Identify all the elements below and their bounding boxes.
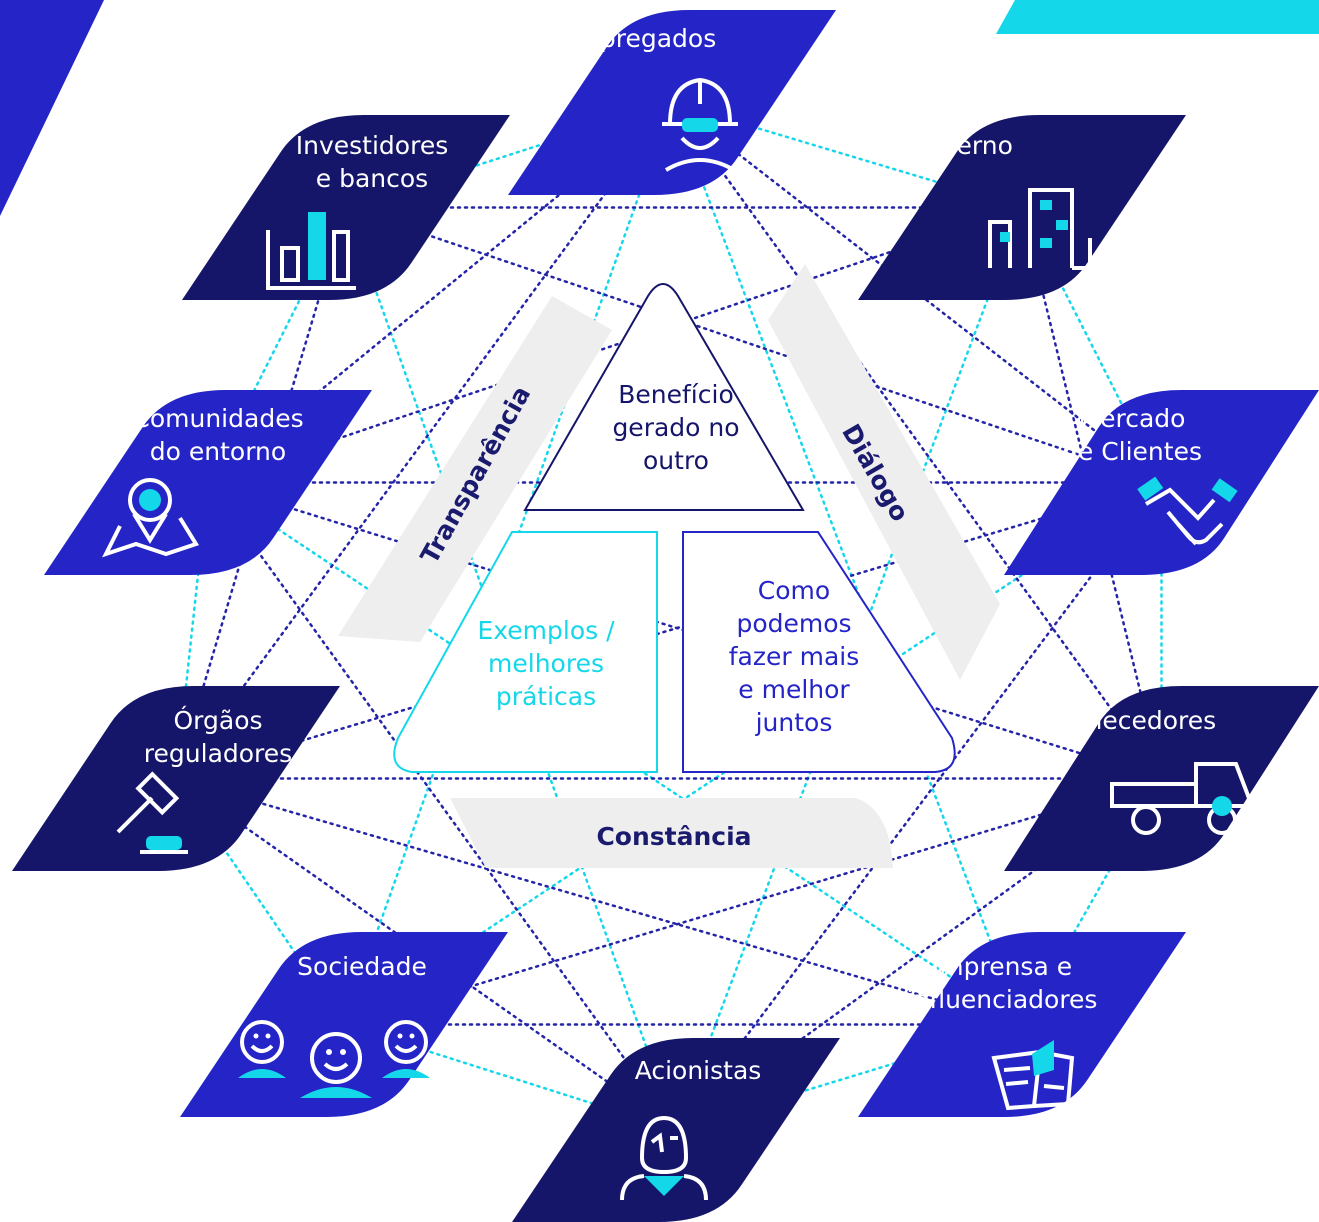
orgaos-line-2: reguladores bbox=[143, 739, 293, 768]
triangle-right-text: Como podemos fazer mais e melhor juntos bbox=[694, 574, 894, 739]
stakeholder-label-imprensa: Imprensa e influenciadores bbox=[872, 950, 1132, 1016]
triangle-right-line-3: fazer mais bbox=[728, 642, 860, 671]
comunidades-line-1: Comunidades bbox=[132, 404, 304, 433]
orgaos-line-1: Órgãos bbox=[173, 706, 263, 735]
stakeholder-shape-investidores bbox=[182, 115, 510, 300]
smiling-people-icon bbox=[238, 1020, 430, 1098]
band-label-constancia: Constância bbox=[596, 822, 752, 851]
stakeholder-label-sociedade: Sociedade bbox=[297, 952, 427, 981]
imprensa-line-2: influenciadores bbox=[906, 985, 1098, 1014]
stakeholder-shape-governo bbox=[858, 115, 1186, 300]
connector-governo-comunidades bbox=[206, 206, 1024, 484]
stakeholder-label-governo: Governo bbox=[907, 131, 1013, 160]
triangle-top-line-1: Benefício bbox=[618, 380, 734, 409]
triangle-left-text: Exemplos / melhores práticas bbox=[446, 614, 646, 713]
investidores-line-2: e bancos bbox=[315, 164, 429, 193]
imprensa-line-1: Imprensa e bbox=[931, 952, 1073, 981]
worker-helmet-icon bbox=[662, 77, 738, 172]
truck-icon bbox=[1110, 762, 1255, 835]
stakeholder-shape-imprensa bbox=[858, 932, 1186, 1117]
corner-accent-topleft bbox=[0, 0, 104, 216]
map-pin-icon bbox=[102, 478, 200, 558]
connector-empregados-governo bbox=[670, 101, 1024, 209]
investidores-line-1: Investidores bbox=[295, 131, 449, 160]
triangle-right-line-2: podemos bbox=[736, 609, 852, 638]
triangle-left-line-1: Exemplos / bbox=[477, 616, 615, 645]
connector-orgaos-imprensa bbox=[174, 777, 1024, 1026]
stakeholder-label-investidores: Investidores e bancos bbox=[242, 129, 502, 195]
government-building-icon bbox=[988, 188, 1092, 270]
bar-chart-icon bbox=[266, 212, 356, 290]
stakeholder-shape-mercado bbox=[1004, 390, 1319, 575]
triangle-right-line-5: juntos bbox=[755, 708, 833, 737]
connector-investidores-mercado bbox=[344, 206, 1163, 484]
triangle-right-line-1: Como bbox=[757, 576, 831, 605]
connector-comunidades-acionistas bbox=[206, 481, 678, 1132]
stakeholder-shape-fornecedores bbox=[1004, 686, 1319, 871]
handshake-icon bbox=[1137, 476, 1238, 546]
constancy-band bbox=[450, 798, 893, 868]
connector-fornecedores-sociedade bbox=[342, 777, 1163, 1026]
triangle-left-section bbox=[393, 531, 658, 773]
mercado-line-1: Mercado bbox=[1078, 404, 1186, 433]
connector-empregados-fornecedores bbox=[670, 101, 1163, 780]
connector-mercado-acionistas bbox=[674, 481, 1163, 1132]
triangle-top-text: Benefício gerado no outro bbox=[576, 378, 776, 477]
stakeholder-label-empregados: Empregados bbox=[559, 24, 717, 53]
stakeholder-label-comunidades: Comunidades do entorno bbox=[88, 402, 348, 468]
stakeholder-label-mercado: Mercado de Clientes bbox=[1002, 402, 1262, 468]
triangle-right-line-4: e melhor bbox=[738, 675, 850, 704]
mercado-line-2: de Clientes bbox=[1062, 437, 1202, 466]
triangle-right-section bbox=[682, 531, 956, 773]
triangle-left-line-2: melhores bbox=[488, 649, 604, 678]
shareholder-person-icon bbox=[620, 1115, 708, 1201]
triangle-top-line-3: outro bbox=[643, 446, 709, 475]
triangle-top-section bbox=[523, 283, 805, 511]
stakeholder-shapes bbox=[12, 10, 1319, 1222]
stakeholder-label-orgaos: Órgãos reguladores bbox=[88, 704, 348, 770]
stakeholder-shape-orgaos bbox=[12, 686, 340, 871]
stakeholder-label-acionistas: Acionistas bbox=[634, 1056, 762, 1085]
corner-accent-topright bbox=[996, 0, 1319, 34]
connector-investidores-orgaos bbox=[174, 206, 348, 780]
newspaper-icon bbox=[991, 1040, 1075, 1111]
gavel-icon bbox=[116, 771, 188, 854]
triangle-top-line-2: gerado no bbox=[612, 413, 740, 442]
comunidades-line-2: do entorno bbox=[149, 437, 287, 466]
connector-fornecedores-imprensa bbox=[1020, 777, 1163, 1026]
dialogue-band bbox=[768, 264, 1000, 680]
transparency-band bbox=[338, 296, 612, 642]
stakeholder-shape-acionistas bbox=[512, 1038, 840, 1222]
connector-empregados-orgaos bbox=[174, 101, 674, 780]
triangle-left-line-3: práticas bbox=[495, 682, 597, 711]
stakeholder-label-fornecedores: Fornecedores bbox=[1047, 706, 1217, 735]
stakeholder-shape-comunidades bbox=[44, 390, 372, 575]
connector-empregados-imprensa bbox=[670, 101, 1024, 1026]
